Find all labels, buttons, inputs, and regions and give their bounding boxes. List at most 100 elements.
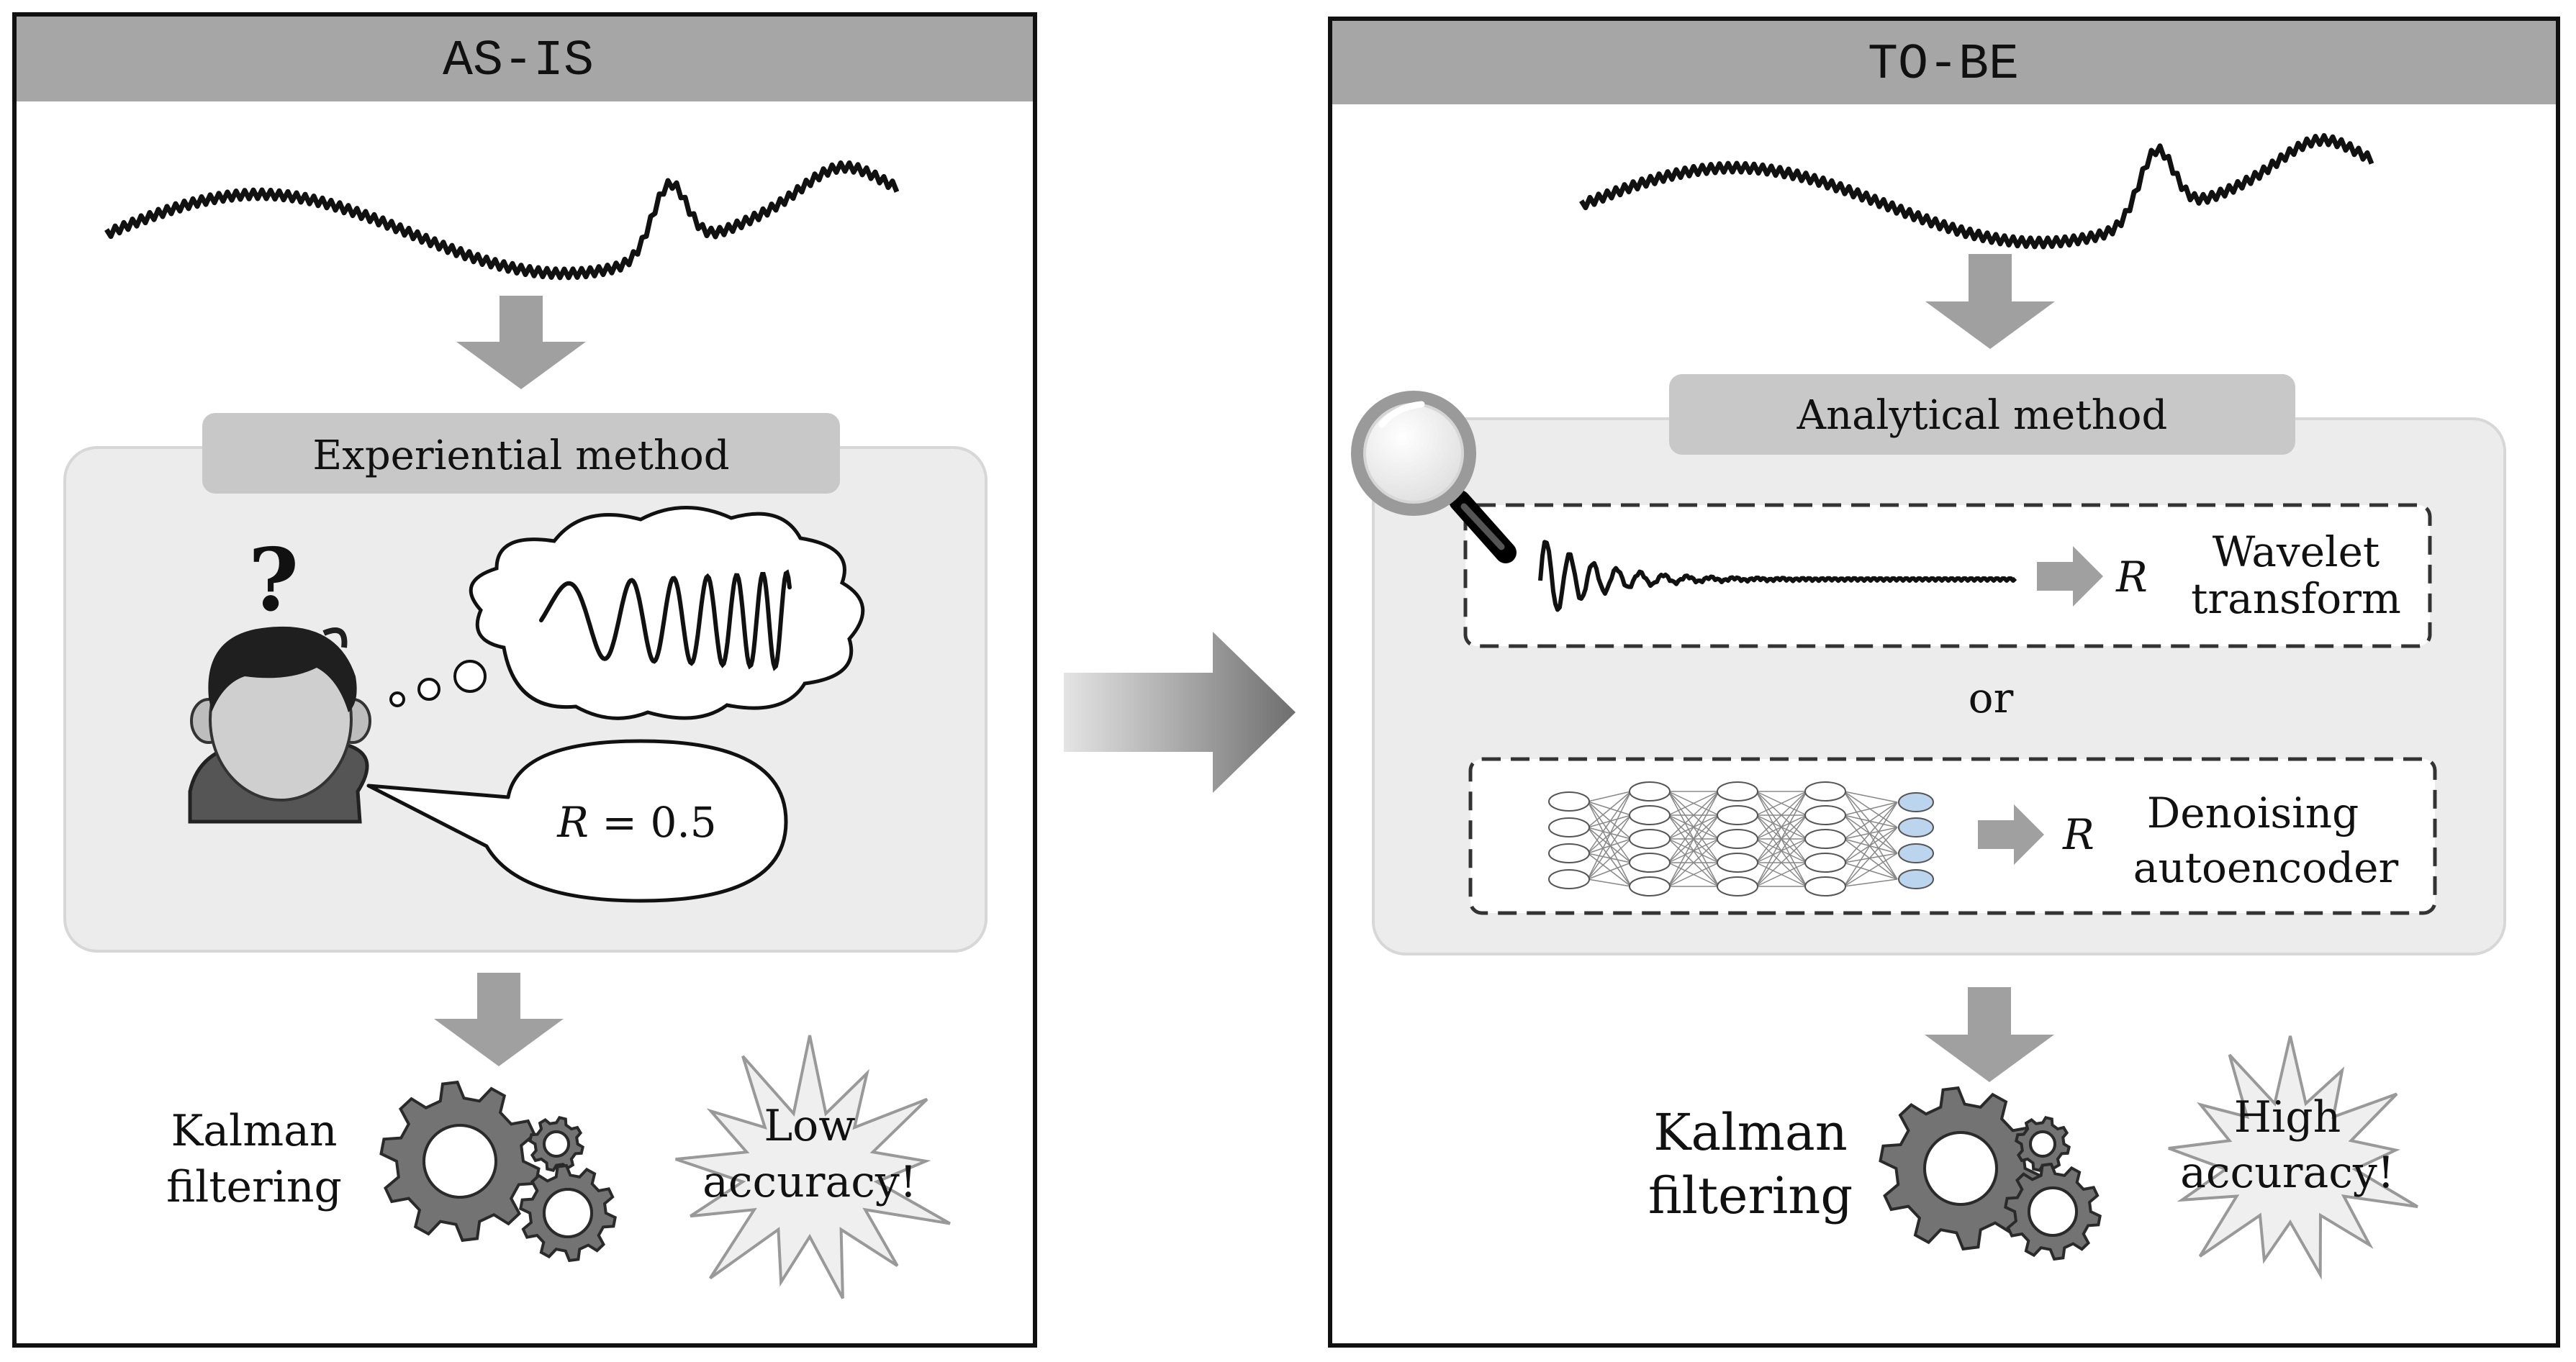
nn-edge — [1843, 802, 1898, 816]
nn-edge — [1843, 838, 1898, 880]
to-be-header-bar — [1332, 21, 2556, 104]
gear-hole — [543, 1188, 593, 1238]
nn-node — [1717, 876, 1758, 896]
wavelet-label-line1: Wavelet — [2213, 527, 2380, 576]
down-arrow-4 — [1925, 987, 2054, 1082]
to-be-gears — [1879, 1086, 2102, 1261]
gear-hole — [2029, 1130, 2056, 1158]
nn-edge — [1843, 814, 1898, 880]
nn-node — [1804, 805, 1846, 825]
nn-node — [1804, 829, 1846, 849]
nn-edge — [1587, 814, 1632, 880]
nn-edge — [1587, 827, 1632, 840]
speech-bubble: R = 0.5 — [366, 739, 788, 903]
nn-edge — [1587, 827, 1632, 887]
nn-edge — [1843, 802, 1898, 863]
nn-edge — [1668, 791, 1719, 887]
nn-edge — [1587, 862, 1632, 880]
to-be-header-title: TO-BE — [1868, 37, 2019, 94]
nn-edge — [1843, 814, 1898, 854]
to-be-kalman-line1: Kalman — [1653, 1103, 1848, 1162]
as-is-panel: AS-IS Experiential method ? — [12, 12, 1037, 1348]
experiential-method-label: Experiential method — [312, 432, 729, 479]
nn-node — [1804, 781, 1846, 802]
gear-hole — [1923, 1131, 1998, 1206]
nn-edge — [1668, 814, 1719, 887]
wavelet-transform-box — [1463, 503, 2432, 648]
nn-node — [1629, 781, 1671, 802]
gear-hole — [543, 1130, 570, 1158]
nn-edge — [1668, 791, 1719, 816]
nn-edge — [1843, 862, 1898, 880]
speech-r-variable: R — [556, 798, 589, 847]
thought-cloud-waveform — [539, 569, 792, 671]
nn-edge — [1587, 801, 1632, 887]
speech-r-value: = 0.5 — [589, 798, 717, 847]
nn-edge — [1843, 879, 1898, 887]
nn-edge — [1668, 791, 1719, 863]
magnifier-icon — [1351, 391, 1517, 563]
nn-edge — [1755, 791, 1807, 863]
nn-edge — [1587, 838, 1632, 854]
nn-node — [1898, 792, 1934, 812]
or-label: or — [1969, 673, 2014, 722]
low-accuracy-starburst: Low accuracy! — [675, 1035, 951, 1299]
nn-edge — [1843, 791, 1898, 880]
nn-node — [1898, 817, 1934, 837]
down-arrow-3 — [1925, 254, 2055, 349]
to-be-panel: TO-BE Analytical method R Wavelet transf… — [1328, 17, 2560, 1348]
nn-edge — [1587, 801, 1632, 863]
nn-edge — [1587, 853, 1632, 887]
nn-edge — [1843, 853, 1898, 863]
nn-edge — [1668, 838, 1719, 887]
gear-hole — [2028, 1186, 2078, 1237]
nn-node — [1717, 853, 1758, 873]
nn-edge — [1755, 791, 1807, 816]
nn-edge — [1587, 791, 1632, 828]
nn-node — [1898, 843, 1934, 863]
starburst-icon — [2168, 1035, 2418, 1280]
gear-hole — [422, 1124, 497, 1199]
low-accuracy-line2: accuracy! — [702, 1157, 917, 1207]
nn-node — [1898, 869, 1934, 889]
nn-edge — [1587, 814, 1632, 828]
nn-edge — [1668, 791, 1719, 840]
nn-edge — [1587, 827, 1632, 863]
as-is-gears — [379, 1080, 617, 1263]
nn-edge — [1843, 791, 1898, 803]
nn-node — [1804, 853, 1846, 873]
nn-node — [1629, 829, 1671, 849]
nn-edge — [1843, 802, 1898, 840]
nn-edge — [1843, 814, 1898, 828]
analytical-method-label: Analytical method — [1797, 392, 2168, 439]
high-accuracy-line1: High — [2234, 1092, 2341, 1143]
nn-edge — [1587, 853, 1632, 863]
nn-edge — [1755, 838, 1807, 887]
nn-edge — [1843, 853, 1898, 887]
nn-edge — [1755, 791, 1807, 840]
nn-edge — [1587, 791, 1632, 880]
as-is-header-title: AS-IS — [443, 33, 594, 90]
nn-node — [1629, 876, 1671, 896]
dae-label-line1: Denoising — [2147, 789, 2359, 837]
nn-edge — [1755, 862, 1807, 887]
experiential-method-label-bg — [202, 413, 840, 494]
wavelet-r-variable: R — [2115, 553, 2148, 601]
low-accuracy-line1: Low — [764, 1101, 855, 1151]
nn-node — [1717, 829, 1758, 849]
person-icon — [188, 626, 371, 824]
nn-edge — [1587, 801, 1632, 840]
nn-edge — [1843, 802, 1898, 887]
to-be-kalman-line2: filtering — [1648, 1166, 1853, 1225]
nn-node — [1717, 781, 1758, 802]
nn-edge — [1668, 862, 1719, 887]
speech-bubble-text: R = 0.5 — [556, 798, 716, 847]
as-is-kalman-line1: Kalman — [171, 1106, 337, 1156]
nn-edge — [1587, 838, 1632, 880]
nn-node — [1804, 876, 1846, 896]
as-is-header-bar — [17, 17, 1033, 101]
nn-node — [1629, 805, 1671, 825]
nn-edge — [1587, 791, 1632, 854]
nn-edge — [1755, 814, 1807, 887]
high-accuracy-starburst: High accuracy! — [2168, 1035, 2418, 1280]
